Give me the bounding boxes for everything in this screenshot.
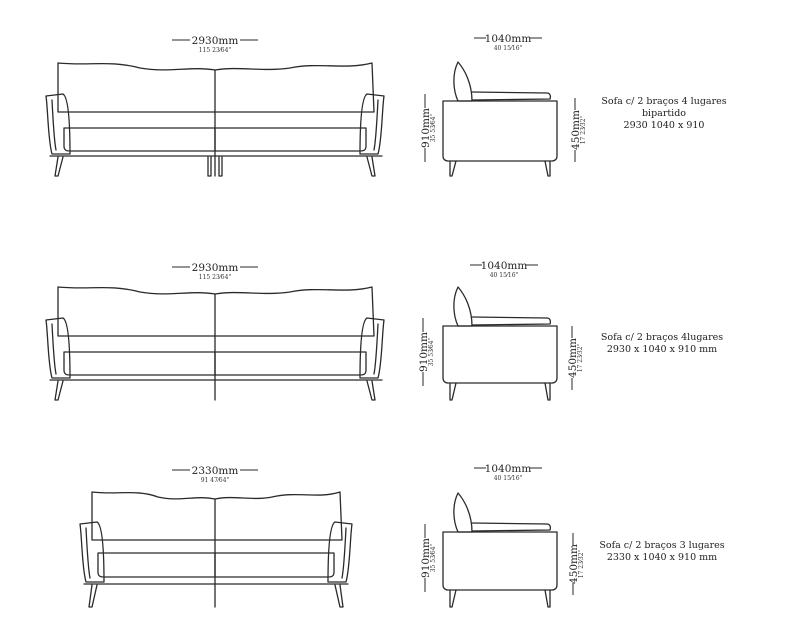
sofa-front-view-1 [45, 62, 385, 177]
label-line: 2330 x 1040 x 910 mm [606, 552, 718, 563]
sofa-front-view-3 [79, 491, 353, 608]
side-depth-inch-1: 40 15⁄16" [494, 45, 523, 52]
height-text-3: 910mm [420, 538, 432, 578]
height-dimension-2: 910mm 35 53⁄64" [418, 318, 435, 386]
row-2: 2930mm 115 23⁄64" 1040mm 40 15⁄16" [45, 260, 584, 401]
seat-height-dimension-1: 450mm 17 23⁄32" [570, 98, 587, 162]
sofa-side-view-2 [442, 286, 558, 401]
seat-height-dimension-3: 450mm 17 23⁄32" [568, 533, 585, 595]
side-depth-inch-3: 40 15⁄16" [494, 475, 523, 482]
side-depth-dimension-3: 1040mm 40 15⁄16" [474, 463, 542, 482]
label-line: 2930 x 1040 x 910 mm [606, 344, 718, 355]
seat-height-inch-3: 17 23⁄32" [578, 549, 585, 578]
sofa-side-view-3 [442, 492, 558, 608]
label-row-3: Sofa c/ 2 braços 3 lugares 2330 x 1040 x… [587, 540, 737, 564]
side-depth-inch-2: 40 15⁄16" [490, 272, 519, 279]
height-inch-3: 35 53⁄64" [430, 543, 437, 572]
front-width-inch-1: 115 23⁄64" [199, 47, 232, 54]
side-depth-dimension-1: 1040mm 40 15⁄16" [474, 33, 542, 52]
row-1: 2930mm 115 23⁄64" 1040mm 40 15⁄16" [45, 33, 587, 177]
seat-height-text-1: 450mm [570, 110, 582, 150]
label-line: Sofa c/ 2 braços 3 lugares [599, 540, 725, 551]
label-line: Sofa c/ 2 braços 4 lugares [601, 96, 727, 107]
sofa-front-view-2 [45, 286, 385, 401]
front-width-inch-3: 91 47⁄64" [201, 477, 230, 484]
front-width-text-2: 2930mm [192, 262, 239, 274]
side-depth-text-3: 1040mm [485, 463, 532, 475]
front-width-text-3: 2330mm [192, 465, 239, 477]
label-line: 2930 1040 x 910 [623, 120, 705, 131]
seat-height-text-3: 450mm [568, 544, 580, 584]
label-row-2: Sofa c/ 2 braços 4lugares 2930 x 1040 x … [587, 332, 737, 356]
front-width-inch-2: 115 23⁄64" [199, 274, 232, 281]
height-text-2: 910mm [418, 332, 430, 372]
height-text-1: 910mm [420, 108, 432, 148]
seat-height-inch-1: 17 23⁄32" [580, 115, 587, 144]
height-dimension-3: 910mm 35 53⁄64" [420, 524, 437, 592]
seat-height-text-2: 450mm [567, 338, 579, 378]
label-row-1: Sofa c/ 2 braços 4 lugares bipartido 293… [589, 96, 739, 132]
side-depth-text-1: 1040mm [485, 33, 532, 45]
side-depth-dimension-2: 1040mm 40 15⁄16" [470, 260, 538, 279]
label-line: Sofa c/ 2 braços 4lugares [600, 332, 724, 343]
front-width-dimension-3: 2330mm 91 47⁄64" [172, 465, 258, 484]
front-width-dimension-2: 2930mm 115 23⁄64" [172, 262, 258, 281]
height-dimension-1: 910mm 35 53⁄64" [420, 94, 437, 162]
height-inch-2: 35 53⁄64" [428, 337, 435, 366]
height-inch-1: 35 53⁄64" [430, 113, 437, 142]
seat-height-dimension-2: 450mm 17 23⁄32" [567, 326, 584, 390]
side-depth-text-2: 1040mm [481, 260, 528, 272]
front-width-text-1: 2930mm [192, 35, 239, 47]
front-width-dimension-1: 2930mm 115 23⁄64" [172, 35, 258, 54]
label-line: bipartido [641, 108, 687, 119]
seat-height-inch-2: 17 23⁄32" [577, 343, 584, 372]
sofa-side-view-1 [442, 61, 558, 177]
row-3: 2330mm 91 47⁄64" 1040mm 40 15⁄16" [79, 463, 585, 608]
